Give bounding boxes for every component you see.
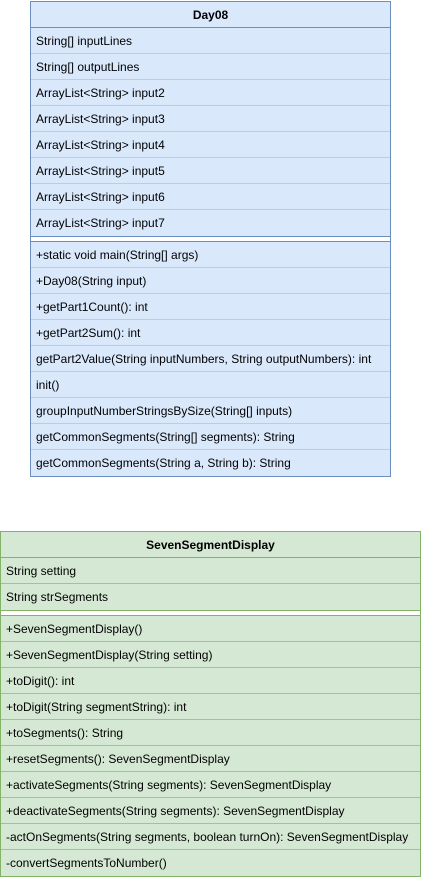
field-row: ArrayList<String> input6 [31, 184, 390, 210]
method-row: +activateSegments(String segments): Seve… [1, 772, 420, 798]
field-row: ArrayList<String> input4 [31, 132, 390, 158]
section-divider [31, 236, 390, 242]
method-row: getPart2Value(String inputNumbers, Strin… [31, 346, 390, 372]
fields-section: String setting String strSegments [1, 558, 420, 610]
class-box-seven-segment-display[interactable]: SevenSegmentDisplay String setting Strin… [0, 531, 421, 877]
method-row: +getPart2Sum(): int [31, 320, 390, 346]
method-row: -actOnSegments(String segments, boolean … [1, 824, 420, 850]
method-row: +getPart1Count(): int [31, 294, 390, 320]
methods-section: +SevenSegmentDisplay() +SevenSegmentDisp… [1, 616, 420, 876]
field-row: ArrayList<String> input7 [36, 216, 165, 230]
class-box-day08[interactable]: Day08 String[] inputLines String[] outpu… [30, 1, 391, 477]
method-row: +toSegments(): String [1, 720, 420, 746]
method-row: +resetSegments(): SevenSegmentDisplay [1, 746, 420, 772]
section-divider [1, 610, 420, 616]
method-row: +SevenSegmentDisplay(String setting) [1, 642, 420, 668]
method-row: groupInputNumberStringsBySize(String[] i… [31, 398, 390, 424]
method-row: +Day08(String input) [31, 268, 390, 294]
field-row: String[] outputLines [31, 54, 390, 80]
method-row: +deactivateSegments(String segments): Se… [1, 798, 420, 824]
class-title: Day08 [31, 2, 390, 28]
field-row: ArrayList<String> input2 [31, 80, 390, 106]
field-row: String setting [1, 558, 420, 584]
method-row: getCommonSegments(String a, String b): S… [36, 456, 291, 470]
method-row: getCommonSegments(String[] segments): St… [31, 424, 390, 450]
field-row: String strSegments [6, 590, 109, 604]
field-row: ArrayList<String> input3 [31, 106, 390, 132]
method-row: +toDigit(String segmentString): int [1, 694, 420, 720]
fields-section: String[] inputLines String[] outputLines… [31, 28, 390, 236]
field-row: String[] inputLines [31, 28, 390, 54]
class-title: SevenSegmentDisplay [1, 532, 420, 558]
method-row: -convertSegmentsToNumber() [6, 856, 167, 870]
method-row: +SevenSegmentDisplay() [1, 616, 420, 642]
method-row: +static void main(String[] args) [31, 242, 390, 268]
field-row: ArrayList<String> input5 [31, 158, 390, 184]
method-row: init() [31, 372, 390, 398]
method-row: +toDigit(): int [1, 668, 420, 694]
methods-section: +static void main(String[] args) +Day08(… [31, 242, 390, 476]
